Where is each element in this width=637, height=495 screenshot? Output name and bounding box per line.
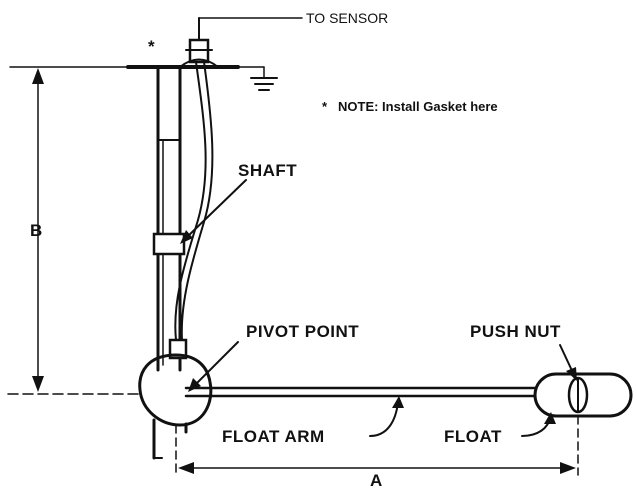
to-sensor-label: TO SENSOR — [306, 10, 388, 26]
dimension-b — [32, 68, 44, 392]
pivot-leader — [188, 341, 239, 392]
float-leader — [521, 412, 556, 437]
gasket-asterisk: * — [148, 37, 155, 56]
note-asterisk: * — [322, 99, 328, 114]
pivot-point-label: PIVOT POINT — [246, 322, 359, 341]
float-label: FLOAT — [444, 427, 502, 446]
dimension-a — [178, 462, 576, 474]
float-arm-leader — [369, 396, 404, 437]
shaft-clamp — [152, 232, 186, 256]
push-nut-label: PUSH NUT — [470, 322, 561, 341]
lower-fitting — [168, 338, 188, 360]
top-connector — [179, 17, 303, 68]
pivot-housing — [138, 353, 213, 460]
dimension-b-label: B — [30, 221, 43, 240]
shaft-label: SHAFT — [238, 161, 297, 180]
shaft — [152, 65, 188, 372]
ground-icon — [237, 66, 278, 91]
push-nut-leader — [559, 344, 577, 381]
float — [533, 372, 633, 418]
float-arm — [184, 386, 542, 398]
shaft-leader — [180, 179, 247, 244]
dimension-a-label: A — [370, 471, 383, 490]
note-text: NOTE: Install Gasket here — [338, 99, 498, 114]
float-arm-label: FLOAT ARM — [222, 427, 325, 446]
